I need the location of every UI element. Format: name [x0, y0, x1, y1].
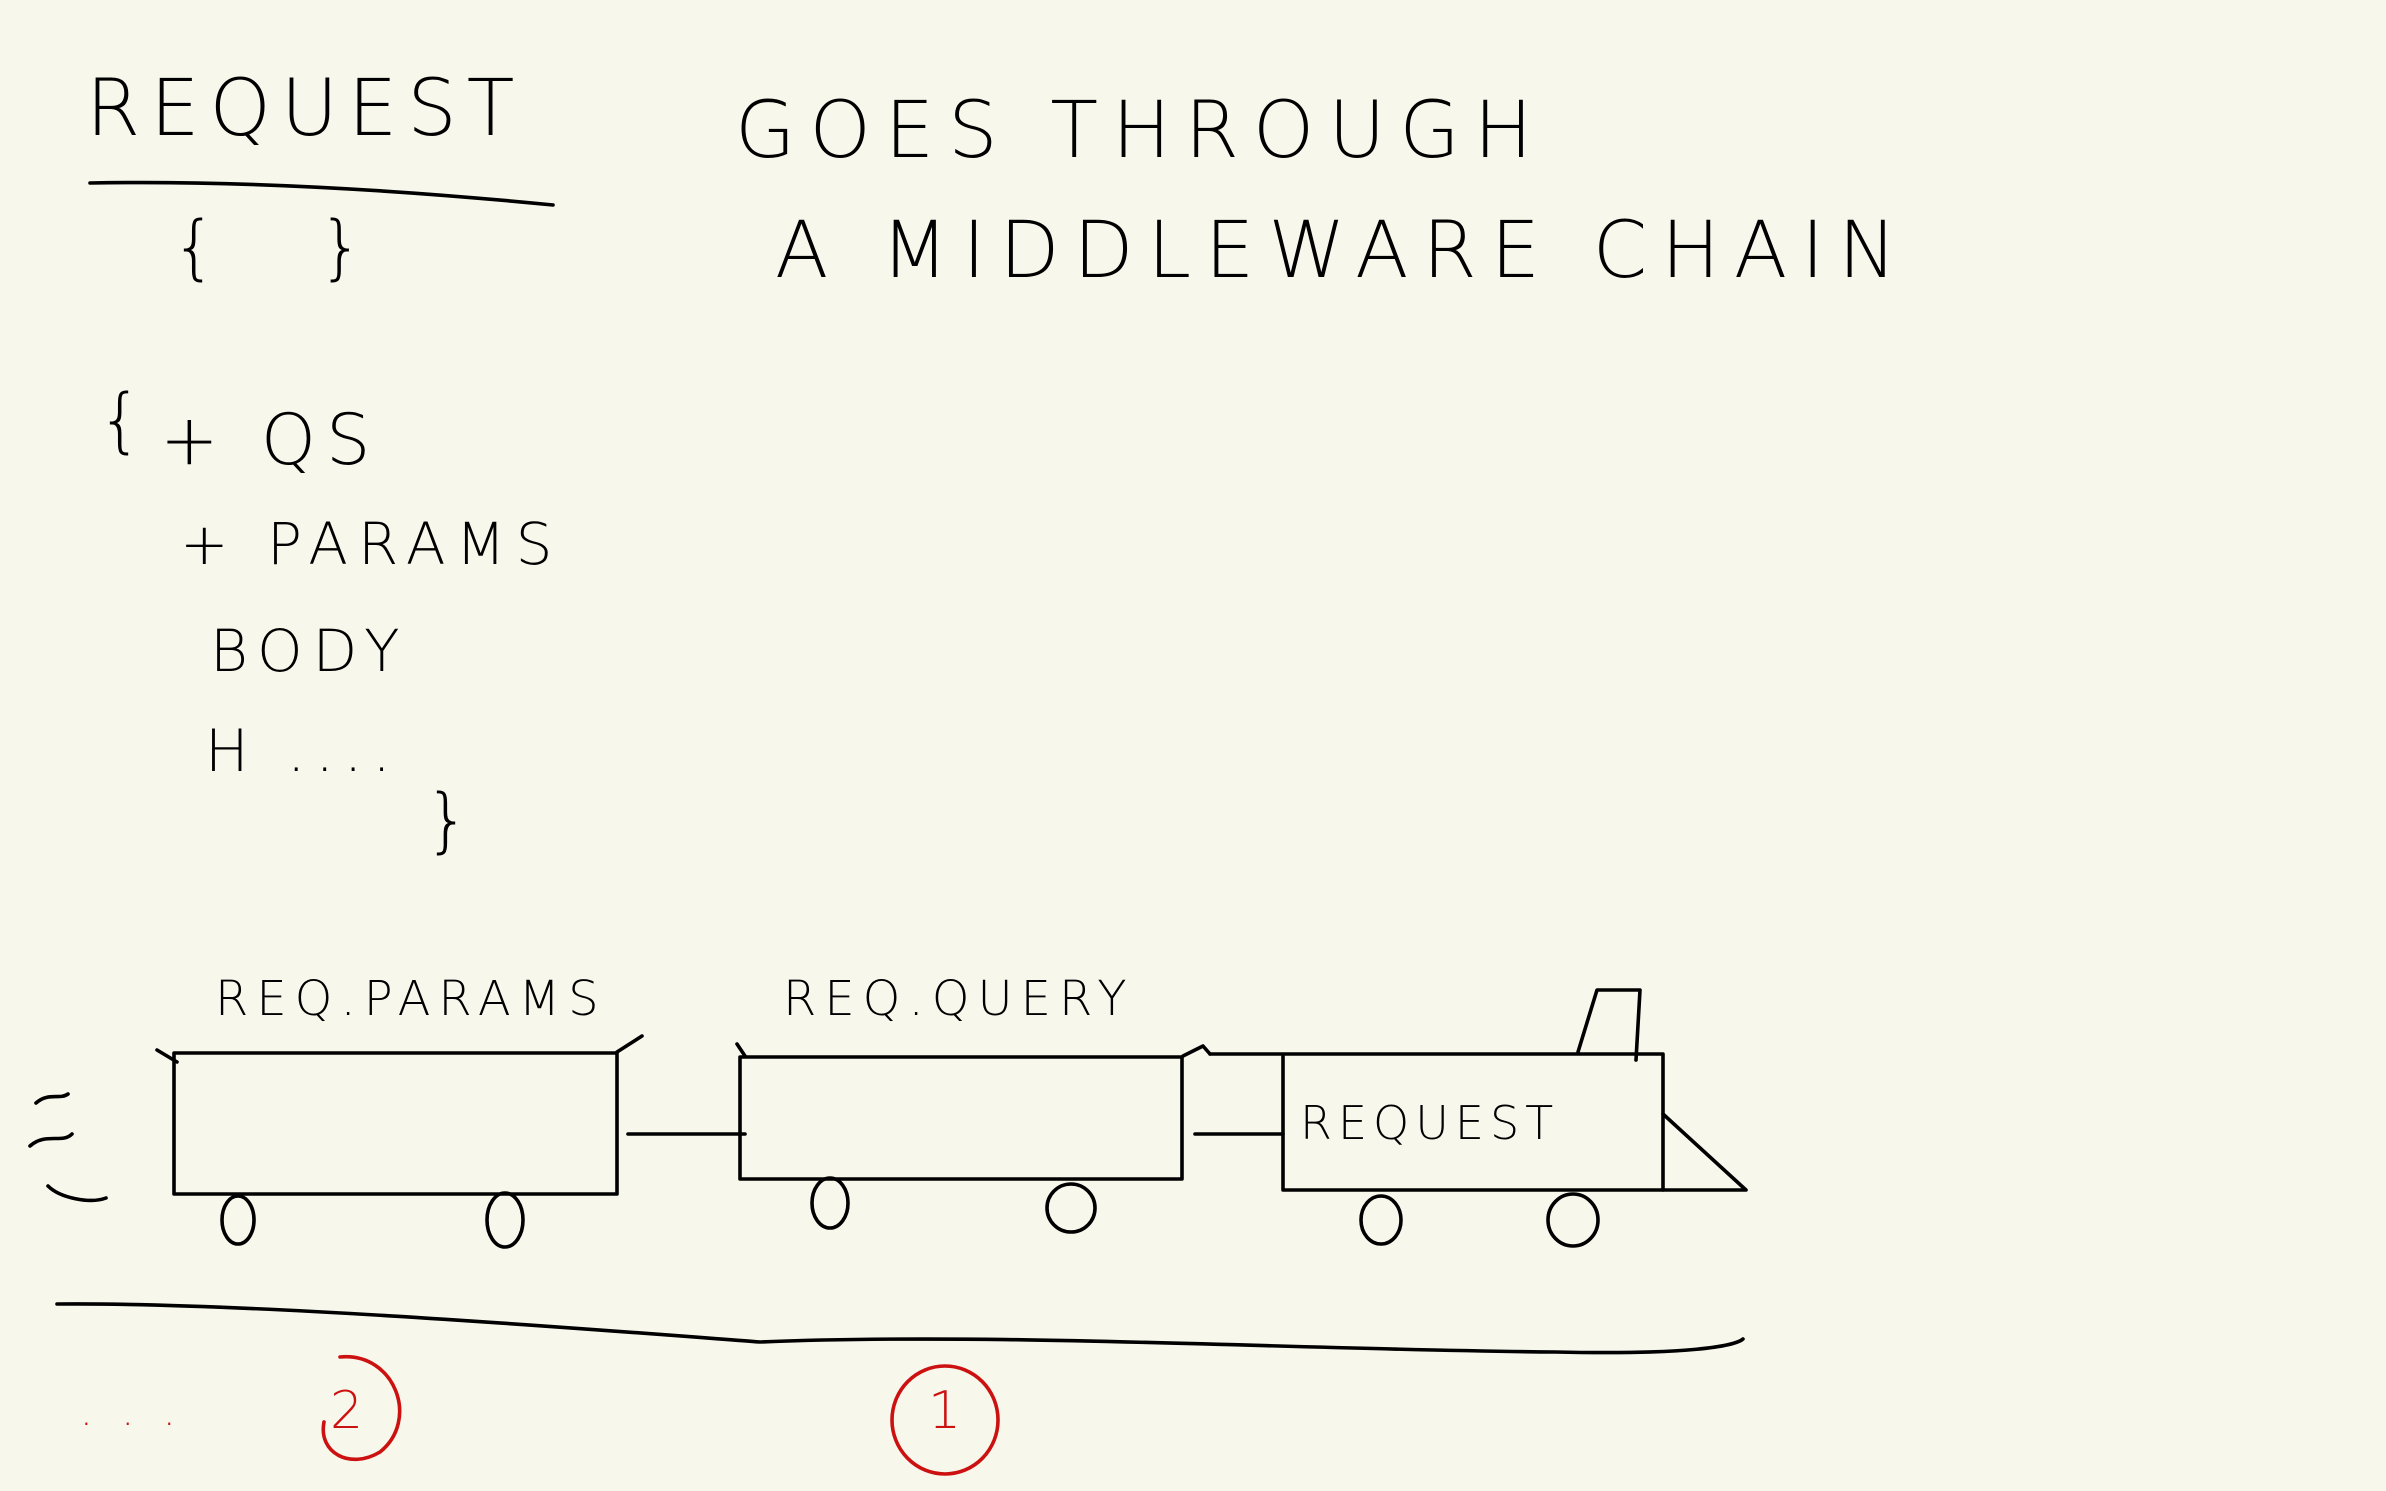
car-body: [738, 1055, 1184, 1181]
rail-track: [55, 1302, 1745, 1355]
wheel: [1045, 1182, 1097, 1234]
object-close-brace: }: [425, 779, 480, 861]
exhaust-marks: [28, 1092, 108, 1203]
train-locomotive: [1208, 988, 1748, 1248]
car-corner-marks: [735, 1042, 1212, 1058]
object-item-body: BODY: [210, 617, 410, 685]
title-braces: { }: [172, 206, 404, 288]
red-ellipsis: . . .: [80, 1389, 184, 1435]
title-request: REQUEST: [86, 64, 525, 154]
car-label-request: REQUEST: [1300, 1096, 1560, 1150]
object-open-brace: {: [98, 379, 153, 461]
wheel: [810, 1176, 850, 1230]
object-item-params: + PARAMS: [180, 510, 563, 578]
train-car-query: [735, 1042, 1212, 1234]
object-item-qs: + QS: [160, 399, 381, 481]
locomotive-chimney: [1576, 988, 1642, 1062]
heading-line2: A MIDDLEWARE CHAIN: [775, 206, 1911, 296]
order-number-2: 2: [330, 1381, 364, 1441]
car-label-req-params: REQ.PARAMS: [215, 971, 607, 1027]
wheel: [485, 1191, 525, 1249]
order-circle-2: [321, 1355, 402, 1462]
car-body: [172, 1051, 619, 1196]
wheel: [220, 1194, 256, 1246]
object-item-headers: H ....: [205, 717, 401, 785]
wheel: [1546, 1192, 1600, 1248]
locomotive-body: [1208, 1052, 1665, 1192]
order-number-1: 1: [928, 1381, 962, 1441]
heading-line1: GOES THROUGH: [735, 86, 1547, 176]
train-car-params: [155, 1034, 644, 1249]
car-corner-marks: [155, 1034, 644, 1064]
title-underline: [88, 180, 555, 207]
locomotive-cowcatcher: [1661, 1112, 1748, 1192]
wheel: [1359, 1194, 1403, 1246]
order-circle-1: [890, 1364, 1000, 1476]
car-label-req-query: REQ.QUERY: [783, 971, 1135, 1027]
